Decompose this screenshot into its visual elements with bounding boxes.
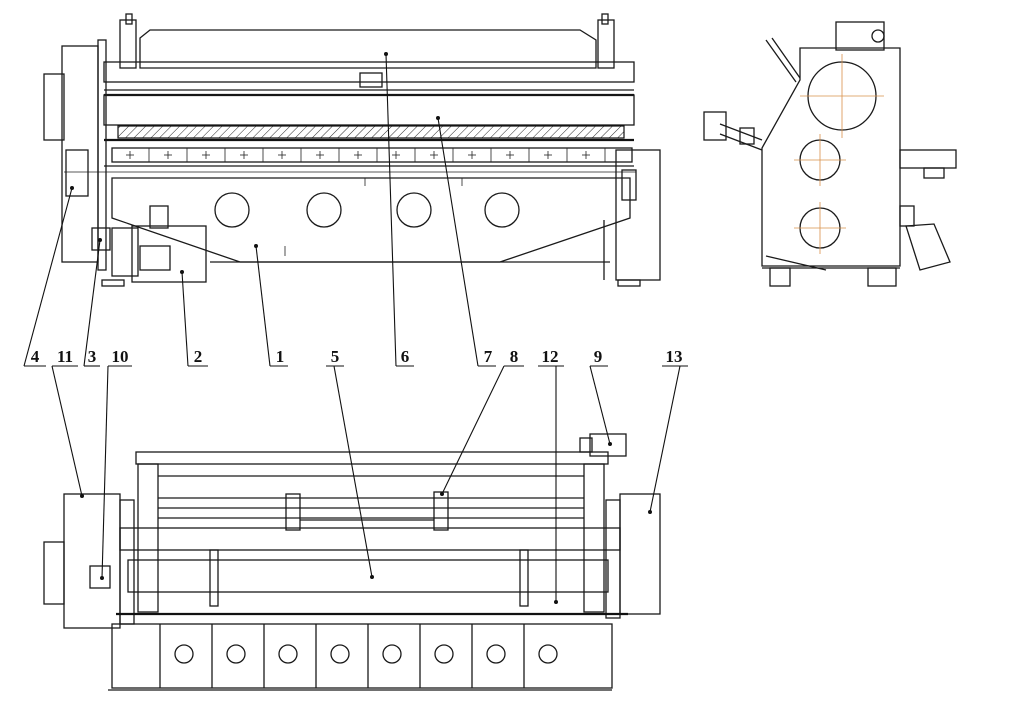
work-table: [127, 559, 609, 593]
ram-beam: [103, 94, 635, 126]
callout-7: 7: [484, 347, 493, 366]
callout-6: 6: [401, 347, 410, 366]
gearbox: [111, 227, 139, 277]
callouts: 4 11 3 10 2 1 5 6: [23, 52, 688, 604]
top-view: [43, 433, 661, 691]
callout-10: 10: [112, 347, 129, 366]
callout-11: 11: [57, 347, 73, 366]
upper-beam: [103, 61, 635, 83]
callout-4: 4: [31, 347, 40, 366]
frame-holes: [214, 192, 520, 228]
bed-holes: [159, 624, 558, 688]
cross-beam: [119, 527, 621, 551]
side-view: [703, 21, 957, 287]
callout-2: 2: [194, 347, 203, 366]
side-frame: [761, 47, 901, 267]
blade-holder: [117, 125, 625, 139]
hold-down-row: [111, 147, 633, 163]
callout-5: 5: [331, 347, 340, 366]
name-plate: [359, 72, 383, 88]
frame-body: [111, 177, 631, 263]
callout-3: 3: [88, 347, 97, 366]
callout-13: 13: [666, 347, 683, 366]
callout-8: 8: [510, 347, 519, 366]
front-view: [43, 13, 661, 287]
right-housing-top: [619, 493, 661, 615]
motor: [131, 225, 207, 283]
upper-housing: [139, 29, 597, 69]
hold-down-cylinders: [126, 148, 606, 162]
callout-12: 12: [542, 347, 559, 366]
callout-9: 9: [594, 347, 603, 366]
callout-1: 1: [276, 347, 285, 366]
left-housing-top: [63, 493, 121, 629]
back-rail: [135, 451, 609, 465]
side-top-block: [835, 21, 885, 51]
front-bed: [111, 623, 613, 689]
